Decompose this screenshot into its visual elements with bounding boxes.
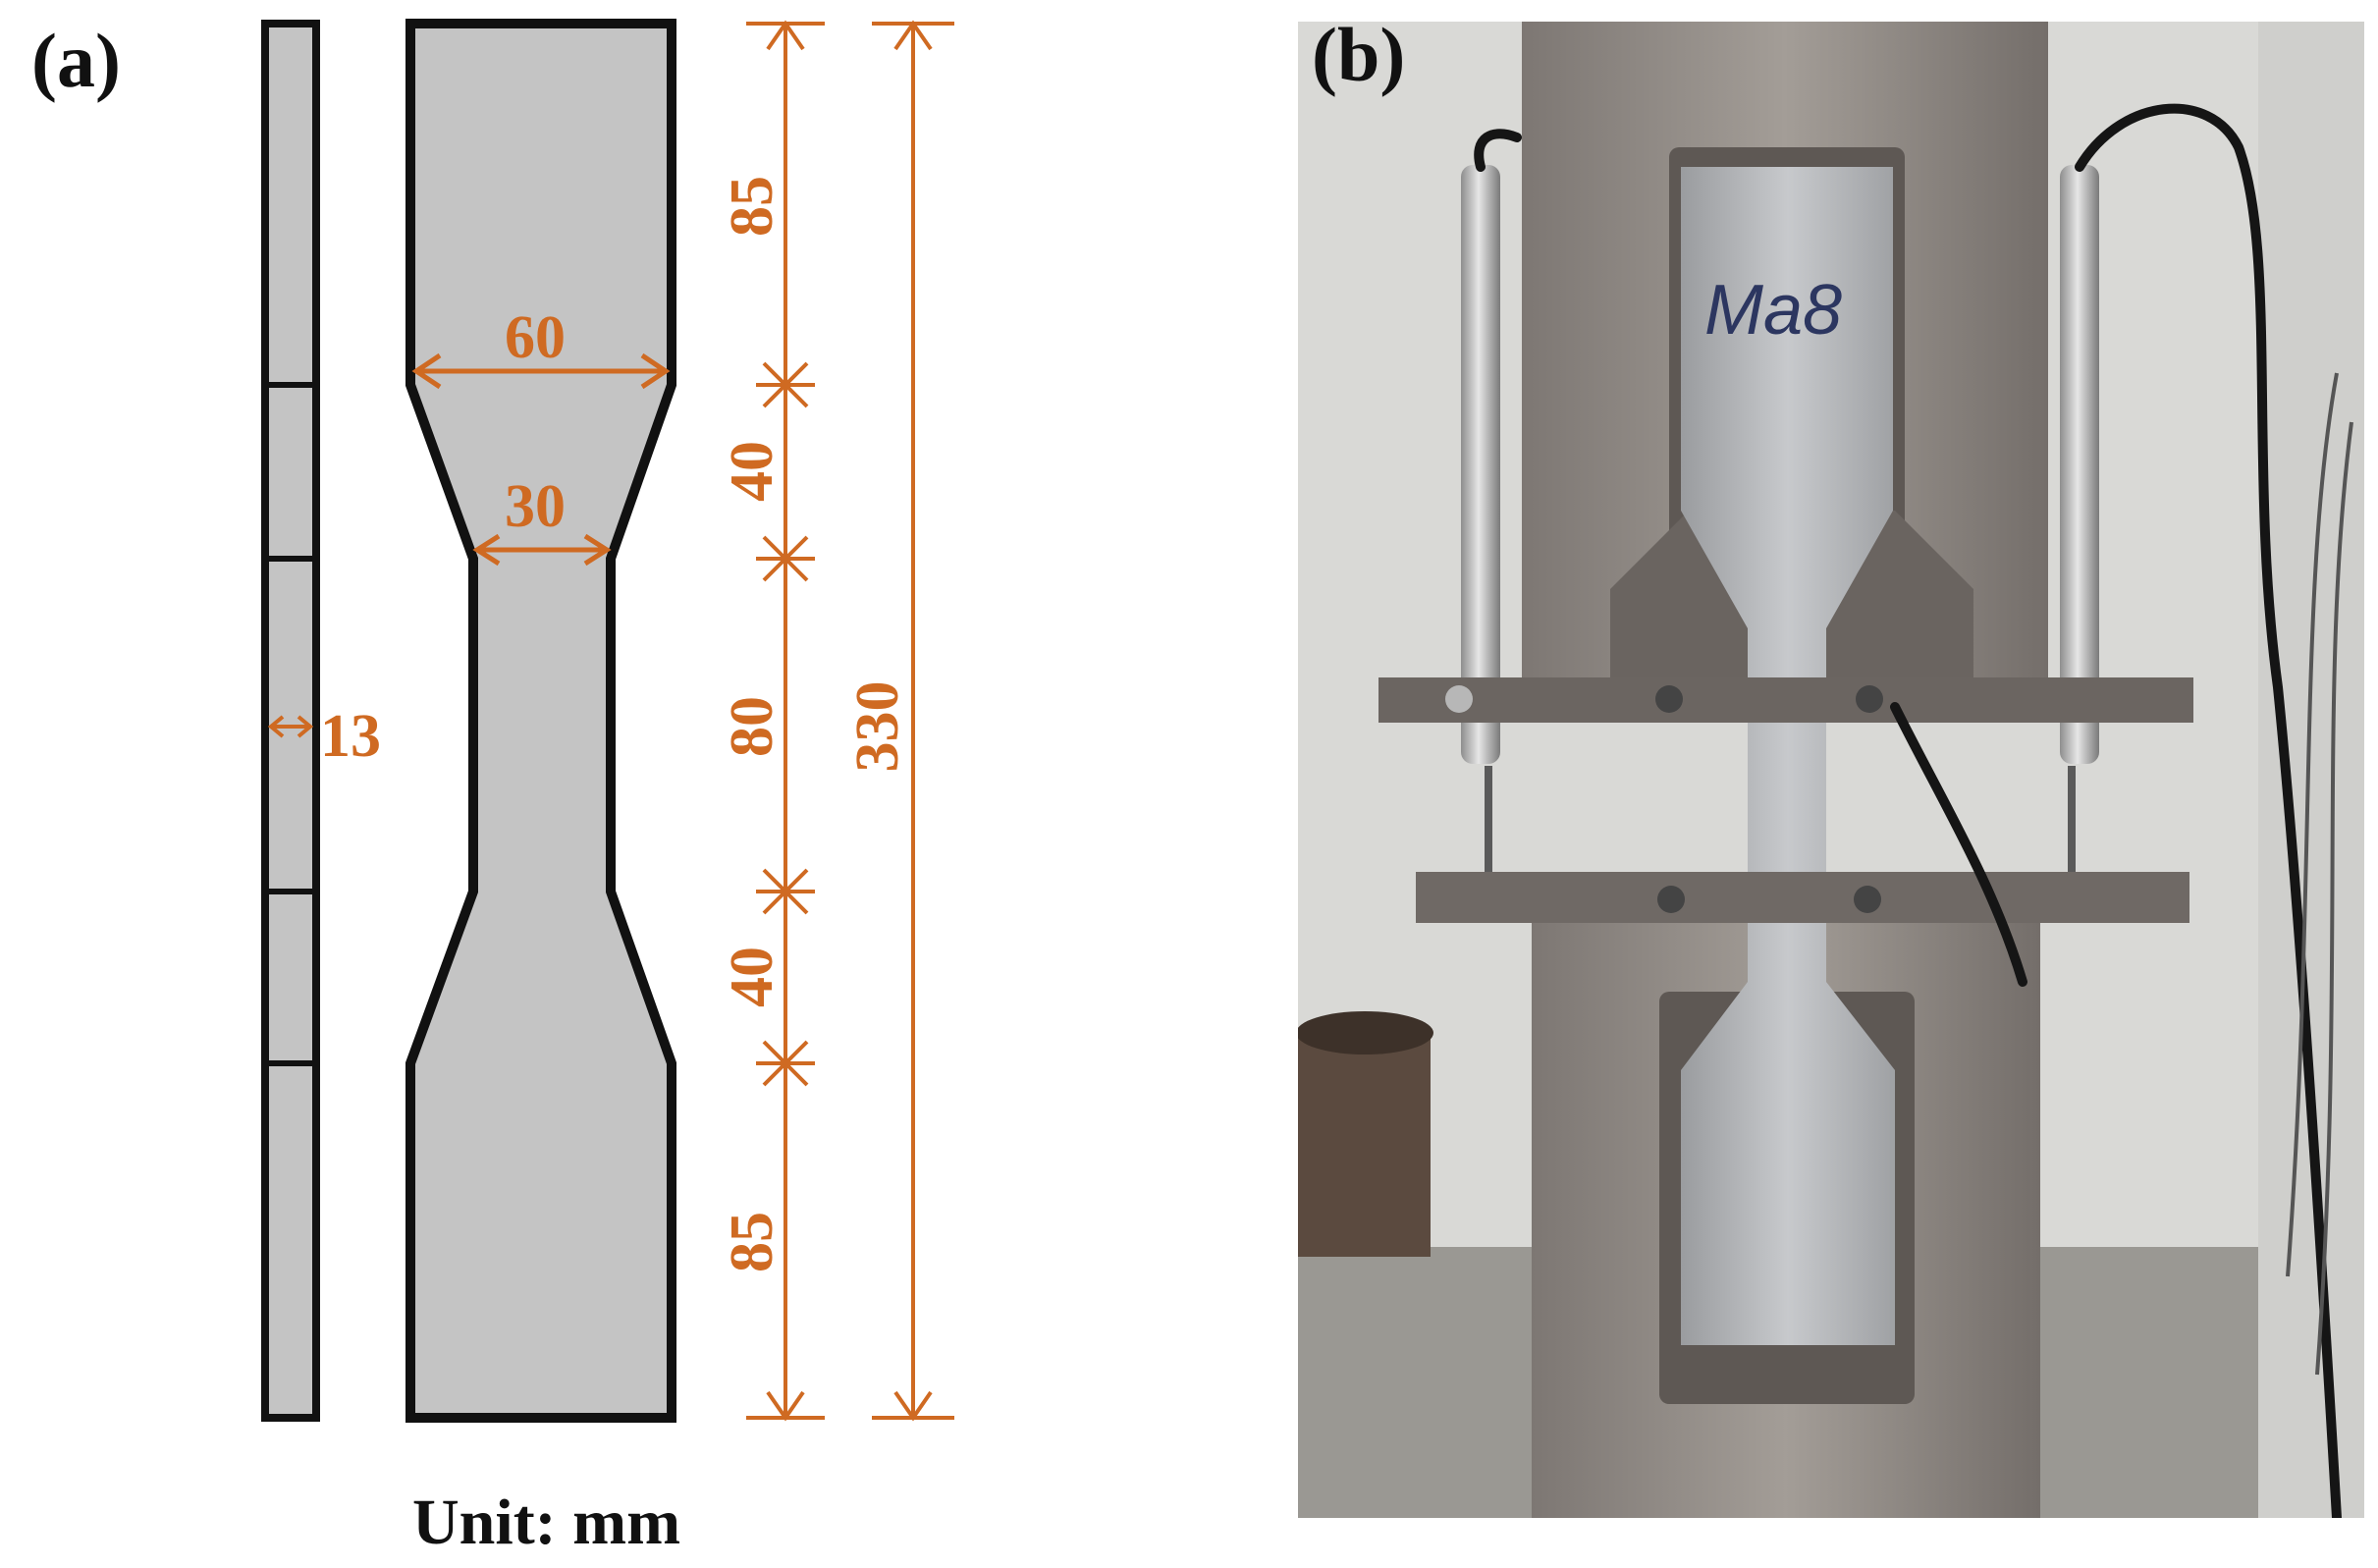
arrowhead	[893, 20, 933, 51]
grip-width-label: 60	[505, 304, 566, 371]
grip-width-arrow	[411, 352, 671, 390]
specimen-body	[1681, 167, 1895, 1345]
clamp-bolt	[1445, 685, 1473, 713]
cable-left	[1474, 129, 1522, 172]
gauge-width-arrow	[472, 533, 612, 567]
panel-b-label: (b)	[1312, 12, 1405, 97]
lower-clamp-bar	[1416, 872, 2189, 923]
division-marker	[756, 535, 815, 582]
clamp-bolt	[1655, 685, 1683, 713]
top-transition-length-label: 40	[719, 441, 785, 502]
specimen-side-view: 13	[261, 20, 381, 1422]
pipe-opening	[1298, 1011, 1433, 1054]
panel-a-label: (a)	[31, 18, 121, 103]
bottom-transition-length-label: 40	[719, 946, 785, 1007]
clamp-bolt	[1657, 886, 1685, 913]
bottom-grip-length-label: 85	[719, 1212, 785, 1272]
gauge-width-label: 30	[505, 473, 566, 540]
lvdt-left-probe	[1485, 766, 1492, 874]
panel-a-drawing: (a) 13 60	[31, 18, 954, 1558]
specimen-front-view: 60 30	[405, 19, 676, 1423]
arrowhead	[766, 20, 805, 51]
lvdt-right	[2060, 165, 2099, 764]
side-view-body	[261, 20, 320, 1422]
clamp-bolt	[1856, 685, 1883, 713]
upper-clamp-bar	[1378, 677, 2193, 723]
photo-frame: Ma8	[1298, 22, 2364, 1518]
dog-bone-outline	[405, 19, 676, 1423]
specimen: Ma8	[1681, 167, 1895, 1345]
division-marker	[756, 1040, 815, 1087]
cables	[1474, 103, 2342, 1518]
gauge-length-label: 80	[719, 696, 785, 757]
division-marker	[756, 361, 815, 408]
clamp-bolt	[1854, 886, 1881, 913]
total-length-dimension: 330	[844, 20, 954, 1422]
lvdt-right-probe	[2068, 766, 2076, 874]
cable-center	[1890, 702, 2027, 987]
division-marker	[756, 868, 815, 915]
pipe-body	[1298, 1031, 1431, 1257]
panel-b-photo: Ma8 (b)	[1298, 12, 2364, 1518]
cable-right	[2075, 103, 2342, 1518]
thickness-arrow	[267, 715, 314, 738]
unit-label: Unit: mm	[412, 1487, 680, 1558]
top-grip-length-label: 85	[719, 176, 785, 237]
specimen-marking: Ma8	[1704, 271, 1842, 350]
segment-dimension-chain: 85 40 80 40 85	[719, 20, 825, 1422]
thin-cables	[2286, 372, 2353, 1376]
total-length-label: 330	[844, 681, 911, 773]
arrowhead	[766, 1390, 805, 1422]
thickness-label: 13	[320, 703, 381, 770]
right-wall-strip	[2258, 22, 2364, 1518]
arrowhead	[893, 1390, 933, 1422]
lvdt-left	[1461, 165, 1500, 764]
